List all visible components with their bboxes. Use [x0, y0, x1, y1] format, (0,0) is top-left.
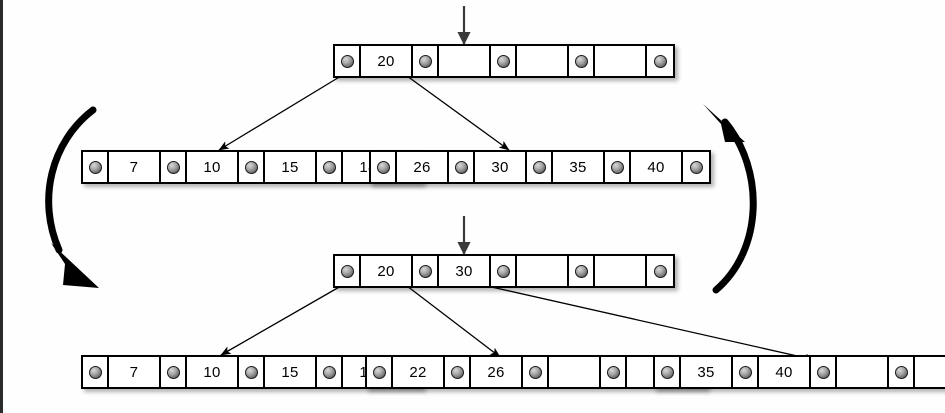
pointer-cell[interactable] [413, 256, 439, 286]
leaf-node-before-right[interactable]: 26 30 35 40 [369, 150, 711, 184]
key-cell[interactable]: 26 [471, 357, 523, 387]
key-cell[interactable]: 22 [393, 357, 445, 387]
pointer-cell[interactable] [569, 46, 595, 76]
pointer-cell[interactable] [413, 46, 439, 76]
pointer-dot-icon [528, 365, 542, 379]
key-cell-empty[interactable] [517, 256, 569, 286]
pointer-dot-icon [322, 160, 336, 174]
pointer-cell[interactable] [523, 357, 549, 387]
pointer-cell[interactable] [491, 46, 517, 76]
key-cell-empty[interactable] [549, 357, 601, 387]
curved-arrow-up-right-head [703, 104, 745, 142]
key-cell[interactable]: 30 [475, 152, 527, 182]
pointer-dot-icon [496, 264, 510, 278]
pointer-cell[interactable] [317, 152, 343, 182]
key-cell[interactable]: 30 [439, 256, 491, 286]
pointer-dot-icon [532, 160, 546, 174]
pointer-cell[interactable] [161, 152, 187, 182]
pointer-cell[interactable] [491, 256, 517, 286]
key-cell[interactable]: 15 [265, 357, 317, 387]
pointer-cell[interactable] [335, 46, 361, 76]
pointer-cell[interactable] [683, 152, 709, 182]
key-cell[interactable]: 35 [681, 357, 733, 387]
pointer-dot-icon [574, 54, 588, 68]
pointer-dot-icon [372, 365, 386, 379]
pointer-dot-icon [450, 365, 464, 379]
pointer-cell[interactable] [367, 357, 393, 387]
edge-root-after-to-right-leaf [464, 280, 816, 362]
pointer-cell[interactable] [811, 357, 837, 387]
key-cell[interactable]: 10 [187, 357, 239, 387]
pointer-dot-icon [653, 264, 667, 278]
pointer-cell[interactable] [647, 256, 673, 286]
curved-arrow-down-left-head [51, 243, 99, 288]
pointer-cell[interactable] [335, 256, 361, 286]
curved-arrow-up-right [712, 118, 757, 294]
leaf-node-after-right[interactable]: 35 40 [653, 355, 945, 389]
pointer-dot-icon [244, 365, 258, 379]
pointer-cell[interactable] [569, 256, 595, 286]
key-cell[interactable]: 35 [553, 152, 605, 182]
pointer-dot-icon [738, 365, 752, 379]
pointer-cell[interactable] [605, 152, 631, 182]
pointer-cell[interactable] [239, 152, 265, 182]
pointer-cell[interactable] [449, 152, 475, 182]
key-cell[interactable]: 20 [361, 46, 413, 76]
edge-root-after-to-left-leaf [220, 285, 342, 356]
pointer-dot-icon [418, 264, 432, 278]
pointer-dot-icon [653, 54, 667, 68]
key-cell[interactable]: 15 [265, 152, 317, 182]
key-cell-empty[interactable] [595, 46, 647, 76]
pointer-dot-icon [322, 365, 336, 379]
pointer-cell[interactable] [239, 357, 265, 387]
key-cell-empty[interactable] [595, 256, 647, 286]
pointer-cell[interactable] [889, 357, 915, 387]
pointer-cell[interactable] [83, 152, 109, 182]
pointer-cell[interactable] [371, 152, 397, 182]
pointer-dot-icon [689, 160, 703, 174]
key-cell-empty[interactable] [837, 357, 889, 387]
key-cell[interactable]: 40 [759, 357, 811, 387]
pointer-dot-icon [574, 264, 588, 278]
pointer-cell[interactable] [161, 357, 187, 387]
pointer-cell[interactable] [655, 357, 681, 387]
pointer-dot-icon [340, 54, 354, 68]
pointer-dot-icon [606, 365, 620, 379]
key-cell[interactable]: 40 [631, 152, 683, 182]
edge-root-after-to-middle-leaf [406, 285, 501, 358]
key-cell-empty[interactable] [517, 46, 569, 76]
pointer-dot-icon [244, 160, 258, 174]
pointer-dot-icon [454, 160, 468, 174]
pointer-cell[interactable] [601, 357, 627, 387]
pointer-dot-icon [418, 54, 432, 68]
key-cell[interactable]: 26 [397, 152, 449, 182]
root-node-before[interactable]: 20 [333, 44, 675, 78]
pointer-cell[interactable] [445, 357, 471, 387]
pointer-dot-icon [660, 365, 674, 379]
edge-root-before-to-left-leaf [218, 75, 342, 151]
pointer-cell[interactable] [317, 357, 343, 387]
pointer-dot-icon [340, 264, 354, 278]
pointer-cell[interactable] [527, 152, 553, 182]
key-cell[interactable]: 10 [187, 152, 239, 182]
key-cell[interactable]: 20 [361, 256, 413, 286]
key-cell[interactable]: 7 [109, 357, 161, 387]
pointer-dot-icon [496, 54, 510, 68]
pointer-cell[interactable] [83, 357, 109, 387]
root-node-after[interactable]: 20 30 [333, 254, 675, 288]
pointer-dot-icon [88, 160, 102, 174]
pointer-cell[interactable] [647, 46, 673, 76]
pointer-dot-icon [166, 160, 180, 174]
pointer-dot-icon [166, 365, 180, 379]
pointer-dot-icon [894, 365, 908, 379]
key-cell-empty[interactable] [439, 46, 491, 76]
pointer-dot-icon [376, 160, 390, 174]
key-cell[interactable]: 7 [109, 152, 161, 182]
key-cell-empty[interactable] [915, 357, 945, 387]
pointer-dot-icon [88, 365, 102, 379]
edge-root-before-to-right-leaf [406, 75, 510, 151]
pointer-dot-icon [816, 365, 830, 379]
pointer-dot-icon [610, 160, 624, 174]
pointer-cell[interactable] [733, 357, 759, 387]
